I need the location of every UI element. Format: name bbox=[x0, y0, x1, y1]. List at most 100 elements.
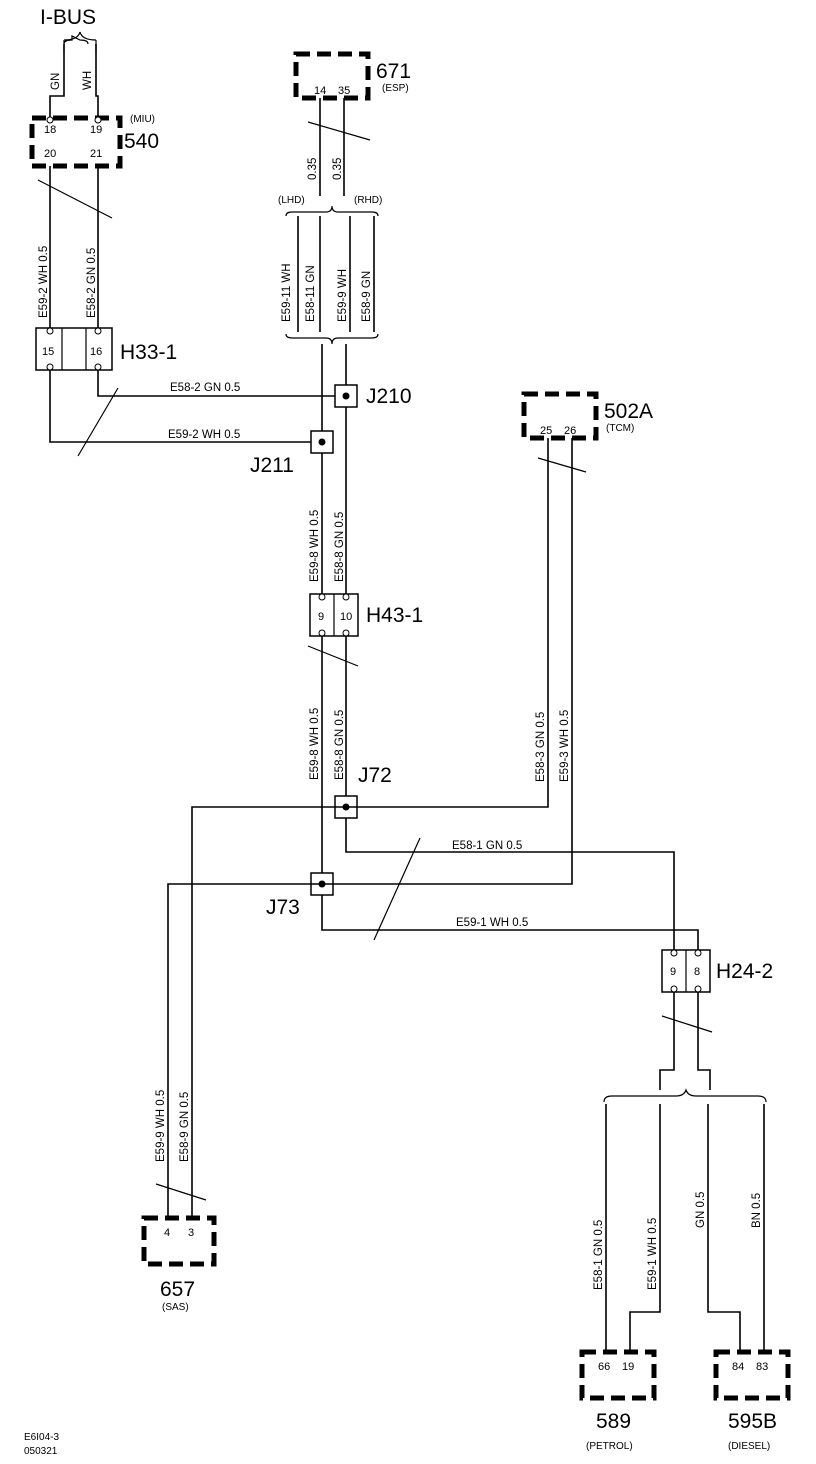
branch-wires bbox=[605, 1104, 765, 1352]
component-657-sub: (SAS) bbox=[162, 1302, 189, 1313]
wire-e59-1-vertical: E59-1 WH 0.5 bbox=[647, 1218, 659, 1290]
pin-671-35-label: 35 bbox=[338, 85, 350, 97]
wires-to-657 bbox=[167, 806, 346, 1218]
pin-h33-16-label: 16 bbox=[90, 346, 102, 358]
wire-esp-b: 0.35 bbox=[332, 158, 344, 180]
junction-j210-label: J210 bbox=[366, 385, 412, 408]
wire-gn-vertical: GN 0.5 bbox=[695, 1192, 707, 1228]
pin-540-18-label: 18 bbox=[44, 124, 56, 136]
pin-h24-8-bottom bbox=[694, 985, 702, 993]
pin-h24-8-label: 8 bbox=[694, 966, 700, 978]
wire-e59-2-horizontal: E59-2 WH 0.5 bbox=[168, 429, 240, 441]
pin-595b-84-label: 84 bbox=[732, 1361, 744, 1373]
pin-h24-9-label: 9 bbox=[670, 966, 676, 978]
component-540-box bbox=[29, 115, 123, 169]
lhd-rhd-brace-bottom bbox=[285, 333, 379, 345]
pin-h43-10-top bbox=[342, 593, 350, 601]
pin-h33-15-top bbox=[46, 327, 54, 335]
component-589-box bbox=[579, 1349, 657, 1401]
wire-e58-2-vertical: E58-2 GN 0.5 bbox=[86, 248, 98, 318]
wires-to-h43 bbox=[321, 407, 347, 594]
pin-671-14-label: 14 bbox=[314, 85, 326, 97]
split-brace bbox=[603, 1088, 767, 1103]
wires-540-h33 bbox=[49, 166, 99, 330]
ibus-brace-drops bbox=[63, 44, 97, 52]
pin-657-3-label: 3 bbox=[188, 1227, 194, 1239]
wires-671 bbox=[319, 98, 345, 196]
wire-e58-2-horizontal: E58-2 GN 0.5 bbox=[170, 382, 240, 394]
pin-540-19-label: 19 bbox=[90, 124, 102, 136]
twist-mark-h43 bbox=[307, 645, 359, 667]
twist-mark-671 bbox=[307, 121, 371, 141]
twist-mark-h33 bbox=[77, 387, 119, 457]
pin-h43-9-top bbox=[318, 593, 326, 601]
footer-date: 050321 bbox=[24, 1446, 58, 1457]
pin-589-19-label: 19 bbox=[622, 1361, 634, 1373]
pin-h24-9-top bbox=[670, 949, 678, 957]
wire-e58-9-sas: E58-9 GN 0.5 bbox=[179, 1092, 191, 1162]
ibus-wires bbox=[49, 44, 99, 122]
junction-j72-label: J72 bbox=[358, 764, 392, 787]
connector-h43-1-id: H43-1 bbox=[366, 604, 423, 627]
wire-e59-11: E59-11 WH bbox=[281, 263, 293, 322]
junction-j211-label: J211 bbox=[250, 454, 294, 477]
pin-h33-16-top bbox=[94, 327, 102, 335]
twist-mark-540 bbox=[37, 179, 113, 219]
diagram-title: I-BUS bbox=[40, 6, 96, 29]
wire-e58-9-top: E58-9 GN bbox=[361, 271, 373, 322]
twist-mark-657 bbox=[155, 1183, 207, 1201]
wire-esp-a: 0.35 bbox=[307, 158, 319, 180]
component-540-id: 540 bbox=[124, 130, 159, 153]
junction-j73-label: J73 bbox=[266, 896, 300, 919]
pin-h33-16-bottom bbox=[94, 363, 102, 371]
ibus-brace bbox=[63, 35, 89, 45]
connector-h33-1-box bbox=[35, 327, 113, 371]
variant-lhd: (LHD) bbox=[278, 195, 305, 206]
component-589-sub: (PETROL) bbox=[586, 1441, 633, 1452]
wire-e58-11: E58-11 GN bbox=[305, 265, 317, 322]
component-671-box bbox=[293, 51, 371, 101]
pin-h43-10-bottom bbox=[342, 629, 350, 637]
lhd-rhd-brace-top bbox=[285, 205, 379, 217]
component-589-id: 589 bbox=[596, 1410, 631, 1433]
wires-502a bbox=[322, 438, 573, 885]
wire-e58-8-lower: E58-8 GN 0.5 bbox=[334, 710, 346, 780]
pin-595b-83-label: 83 bbox=[756, 1361, 768, 1373]
wire-e58-2-to-j210 bbox=[97, 370, 336, 397]
component-657-id: 657 bbox=[160, 1278, 195, 1301]
component-540-sub: (MIU) bbox=[130, 114, 155, 125]
variant-rhd: (RHD) bbox=[354, 195, 382, 206]
variant-wires bbox=[297, 216, 375, 332]
component-595b-id: 595B bbox=[728, 1410, 777, 1433]
component-671-sub: (ESP) bbox=[382, 83, 409, 94]
wire-e59-3: E59-3 WH 0.5 bbox=[559, 710, 571, 782]
pin-h43-9-bottom bbox=[318, 629, 326, 637]
wire-e59-8-lower: E59-8 WH 0.5 bbox=[309, 708, 321, 780]
wire-e58-8-upper: E58-8 GN 0.5 bbox=[334, 512, 346, 582]
pin-h43-9-label: 9 bbox=[318, 611, 324, 623]
wire-e58-1-vertical: E58-1 GN 0.5 bbox=[593, 1220, 605, 1290]
junction-j211-dot bbox=[318, 438, 326, 446]
connector-h33-1-id: H33-1 bbox=[120, 341, 177, 364]
wire-e58-3: E58-3 GN 0.5 bbox=[535, 712, 547, 782]
pin-657-4-label: 4 bbox=[164, 1227, 170, 1239]
component-502a-sub: (TCM) bbox=[606, 423, 634, 434]
wires-h43-down bbox=[321, 636, 347, 874]
pin-h43-10-label: 10 bbox=[340, 611, 352, 623]
pin-540-21-label: 21 bbox=[90, 148, 102, 160]
wire-e59-9-sas: E59-9 WH 0.5 bbox=[155, 1090, 167, 1162]
ibus-brace-arms bbox=[63, 31, 97, 44]
component-595b-box bbox=[713, 1349, 791, 1401]
wire-bn-vertical: BN 0.5 bbox=[751, 1193, 763, 1228]
connector-h24-2-id: H24-2 bbox=[716, 960, 773, 983]
wires-h24-down bbox=[659, 992, 711, 1090]
pin-540-18 bbox=[46, 116, 54, 124]
pin-502a-25-label: 25 bbox=[540, 425, 552, 437]
twist-mark-j72-h24 bbox=[373, 837, 421, 941]
junction-j210-dot bbox=[342, 392, 350, 400]
component-595b-sub: (DIESEL) bbox=[728, 1441, 770, 1452]
pin-540-20-label: 20 bbox=[44, 148, 56, 160]
wire-e59-9-top: E59-9 WH bbox=[337, 269, 349, 322]
wire-e59-1-horizontal: E59-1 WH 0.5 bbox=[456, 917, 528, 929]
